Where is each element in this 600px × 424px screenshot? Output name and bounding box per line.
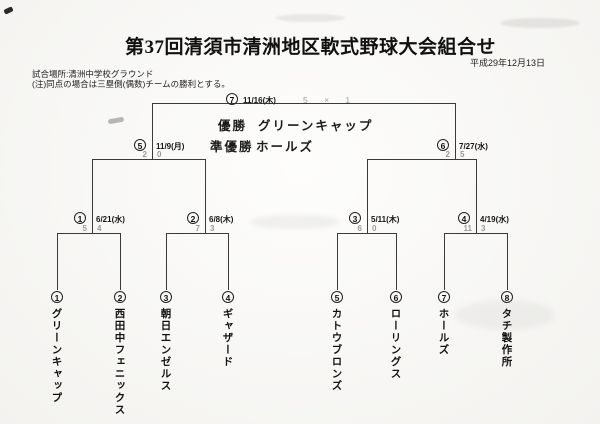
bracket-line <box>152 103 153 160</box>
bracket-line <box>92 159 93 234</box>
venue-note: 試合場所:清洲中学校グラウンド <box>32 69 154 79</box>
team7-seed-badge: 7 <box>438 290 450 303</box>
team2-seed-badge: 2 <box>114 290 126 303</box>
team-stub-line <box>507 233 508 290</box>
match5-number-badge: 5 <box>134 139 146 151</box>
match6-date: 7/27(水) <box>459 142 488 151</box>
match7-final-score: 5 × 1 <box>303 95 358 105</box>
team6-name: ローリングス <box>389 308 402 380</box>
match4-number-badge: 4 <box>458 212 470 224</box>
champion-name: グリーンキャップ <box>258 119 374 133</box>
team8-name: タチ製作所 <box>500 308 513 368</box>
match3-score-left: 6 <box>357 224 362 233</box>
team3-name: 朝日エンゼルス <box>159 308 172 392</box>
team1-name: グリーンキャップ <box>50 308 63 404</box>
match2-number-badge: 2 <box>187 212 199 224</box>
team4-name: ギャザード <box>221 308 234 368</box>
scan-artifact <box>275 14 345 22</box>
team-column: 2 西田中フェニックス <box>100 288 140 421</box>
bracket-line <box>205 159 206 234</box>
bracket-line <box>367 159 368 234</box>
match4-score-left: 11 <box>463 224 472 233</box>
match3-score-right: 0 <box>372 224 377 233</box>
match2-score-right: 3 <box>210 224 215 233</box>
team2-name: 西田中フェニックス <box>113 308 126 416</box>
team-stub-line <box>57 233 58 290</box>
match2-date: 6/8(木) <box>209 215 234 224</box>
champion-label: 優勝 <box>218 119 248 133</box>
match4-score-right: 3 <box>481 224 486 233</box>
team5-seed-badge: 5 <box>331 290 343 303</box>
team4-seed-badge: 4 <box>222 290 234 303</box>
team-stub-line <box>120 233 121 290</box>
match4-date: 4/19(水) <box>480 215 509 224</box>
team-column: 6 ローリングス <box>376 288 416 385</box>
bracket-line <box>476 159 477 234</box>
team6-seed-badge: 6 <box>390 290 402 303</box>
team-stub-line <box>444 233 445 290</box>
team-column: 1 グリーンキャップ <box>37 288 77 409</box>
bracket-line <box>455 103 456 160</box>
scan-artifact <box>250 215 340 229</box>
team-stub-line <box>396 233 397 290</box>
team1-seed-badge: 1 <box>51 290 63 303</box>
match5-score-left: 2 <box>142 150 147 159</box>
runner-up-name: ホールズ <box>256 140 315 154</box>
team8-seed-badge: 8 <box>501 290 513 303</box>
match1-date: 6/21(水) <box>96 215 125 224</box>
bracket-line-final <box>152 103 456 104</box>
match6-score-right: 5 <box>460 150 465 159</box>
team3-seed-badge: 3 <box>160 290 172 303</box>
team-stub-line <box>228 233 229 290</box>
bracket-line-qf3 <box>337 233 397 234</box>
team-column: 4 ギャザード <box>208 288 248 373</box>
bracket-line-semifinal-right <box>367 159 477 160</box>
match5-date: 11/9(月) <box>156 142 185 151</box>
match7-date: 11/16(木) <box>243 96 276 105</box>
match3-number-badge: 3 <box>349 212 361 224</box>
team5-name: カトウブロンズ <box>330 308 343 392</box>
bracket-line-qf4 <box>444 233 508 234</box>
issued-date: 平成29年12月13日 <box>470 58 546 68</box>
match1-number-badge: 1 <box>74 212 86 224</box>
team7-name: ホールズ <box>437 308 450 356</box>
match1-score-left: 5 <box>82 224 87 233</box>
scan-artifact <box>3 6 14 15</box>
team-column: 3 朝日エンゼルス <box>146 288 186 397</box>
runner-up-label: 準優勝 <box>210 140 254 154</box>
scan-artifact <box>500 18 580 28</box>
team-stub-line <box>166 233 167 290</box>
page-title: 第37回清須市清洲地区軟式野球大会組合せ <box>125 37 497 58</box>
scan-artifact <box>107 116 125 125</box>
match5-score-right: 0 <box>157 150 162 159</box>
match7-number-badge: 7 <box>226 93 238 105</box>
bracket-line-semifinal-left <box>92 159 206 160</box>
match6-score-left: 2 <box>445 150 450 159</box>
team-stub-line <box>337 233 338 290</box>
team-column: 8 タチ製作所 <box>487 288 527 373</box>
match3-date: 5/11(木) <box>371 215 400 224</box>
team-column: 7 ホールズ <box>424 288 464 361</box>
team-column: 5 カトウブロンズ <box>317 288 357 397</box>
tie-rule-note: (注)同点の場合は三塁側(偶数)チームの勝利とする。 <box>32 79 230 89</box>
match6-number-badge: 6 <box>437 139 449 151</box>
match1-score-right: 4 <box>97 224 102 233</box>
bracket-line-qf1 <box>57 233 121 234</box>
bracket-line-qf2 <box>166 233 229 234</box>
match2-score-left: 7 <box>195 224 200 233</box>
